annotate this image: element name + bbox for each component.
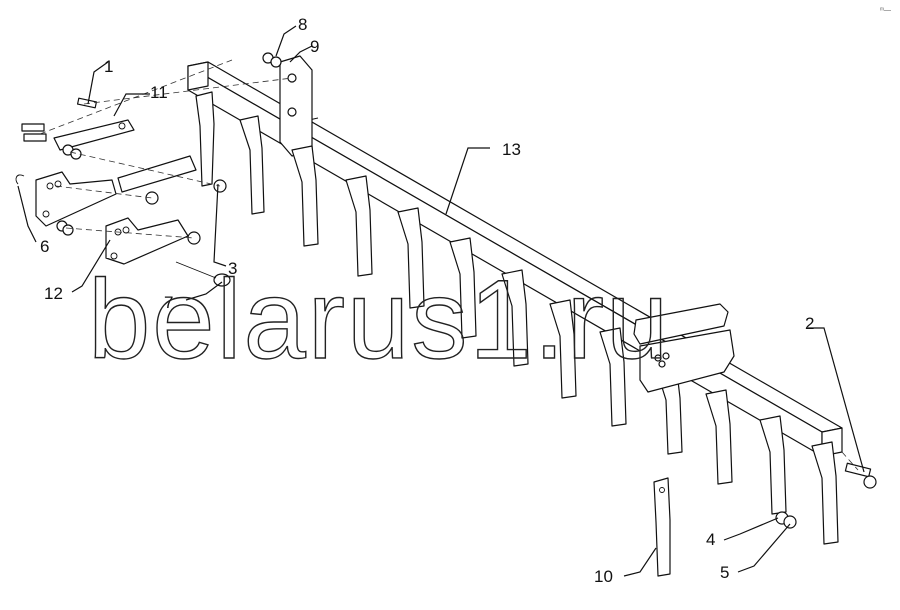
tine-row <box>195 91 839 545</box>
callout-4: 4 <box>706 530 715 549</box>
callout-8: 8 <box>298 15 307 34</box>
assembly-lines <box>39 59 859 471</box>
callout-12: 12 <box>44 284 63 303</box>
callout-1: 1 <box>104 57 113 76</box>
right-bracket <box>633 303 735 393</box>
callout-11: 11 <box>150 83 168 102</box>
watermark: belarus1.ru <box>88 257 670 382</box>
callout-labels: 1 2 3 4 5 6 7 8 9 10 11 12 13 <box>40 15 814 586</box>
callout-10: 10 <box>594 567 613 586</box>
callout-2: 2 <box>805 314 814 333</box>
callout-3: 3 <box>228 259 237 278</box>
spare-tine <box>653 477 671 577</box>
mounting-plate <box>279 55 313 157</box>
corner-mark: ᵐ— <box>880 7 891 14</box>
callout-5: 5 <box>720 563 729 582</box>
callout-leaders <box>17 25 865 577</box>
fasteners <box>15 52 877 529</box>
left-brackets <box>35 119 197 265</box>
callout-9: 9 <box>310 37 319 56</box>
callout-7: 7 <box>164 293 173 312</box>
callout-6: 6 <box>40 237 49 256</box>
callout-13: 13 <box>502 140 521 159</box>
